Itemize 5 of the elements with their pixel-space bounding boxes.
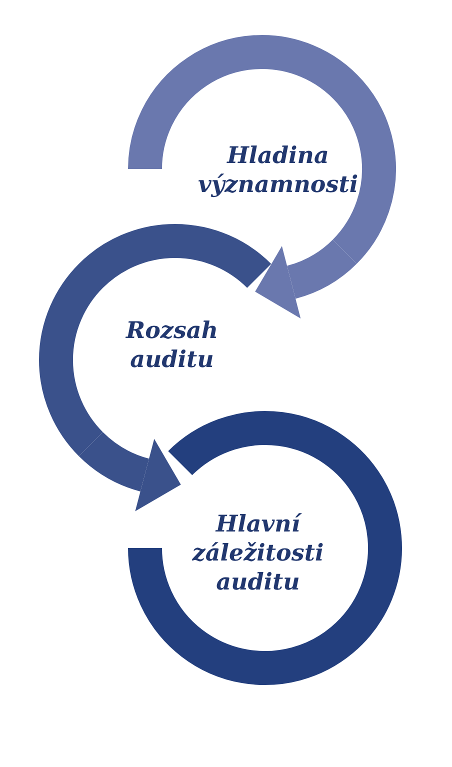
step-label: Rozsah auditu: [124, 316, 220, 374]
curved-arrow: [79, 432, 180, 511]
curved-arrow: [256, 239, 356, 318]
step-label: Hlavní záležitosti auditu: [191, 510, 325, 596]
step-label: Hladina významnosti: [196, 141, 360, 199]
